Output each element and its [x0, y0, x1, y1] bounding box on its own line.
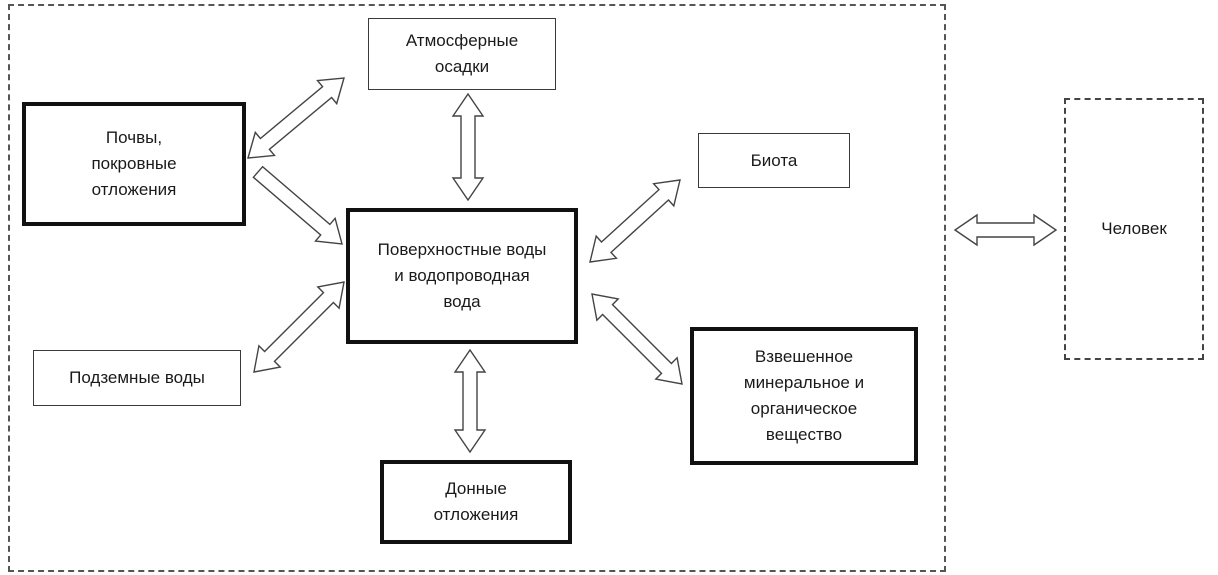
node-soils-label: Почвы, покровные отложения: [91, 128, 177, 199]
system-boundary-frame: [8, 4, 946, 572]
node-bottom-label: Донные отложения: [433, 479, 519, 524]
node-human-label: Человек: [1101, 219, 1167, 238]
arrow-biota-surface: [589, 179, 681, 263]
node-surface-water-label: Поверхностные воды и водопроводная вода: [377, 240, 547, 311]
node-soils: Почвы, покровные отложения: [22, 102, 246, 226]
node-suspended-matter: Взвешенное минеральное и органическое ве…: [690, 327, 918, 465]
node-atmospheric-precipitation: Атмосферные осадки: [368, 18, 556, 90]
node-bottom-sediments: Донные отложения: [380, 460, 572, 544]
arrow-surface-suspended: [591, 293, 683, 385]
arrow-groundwater-surface: [253, 281, 345, 373]
node-biota: Биота: [698, 133, 850, 188]
node-human: Человек: [1064, 98, 1204, 360]
node-groundwater-label: Подземные воды: [69, 368, 205, 387]
arrow-soils-atmospheric: [247, 77, 345, 159]
node-atmospheric-label: Атмосферные осадки: [405, 31, 519, 76]
node-surface-water: Поверхностные воды и водопроводная вода: [346, 208, 578, 344]
arrow-atmospheric-surface: [451, 92, 485, 202]
node-suspended-label: Взвешенное минеральное и органическое ве…: [743, 347, 865, 444]
arrow-surface-bottom: [453, 348, 487, 454]
node-groundwater: Подземные воды: [33, 350, 241, 406]
arrow-system-human: [953, 213, 1058, 247]
arrow-soils-to-surface: [252, 165, 343, 245]
node-biota-label: Биота: [750, 150, 798, 170]
